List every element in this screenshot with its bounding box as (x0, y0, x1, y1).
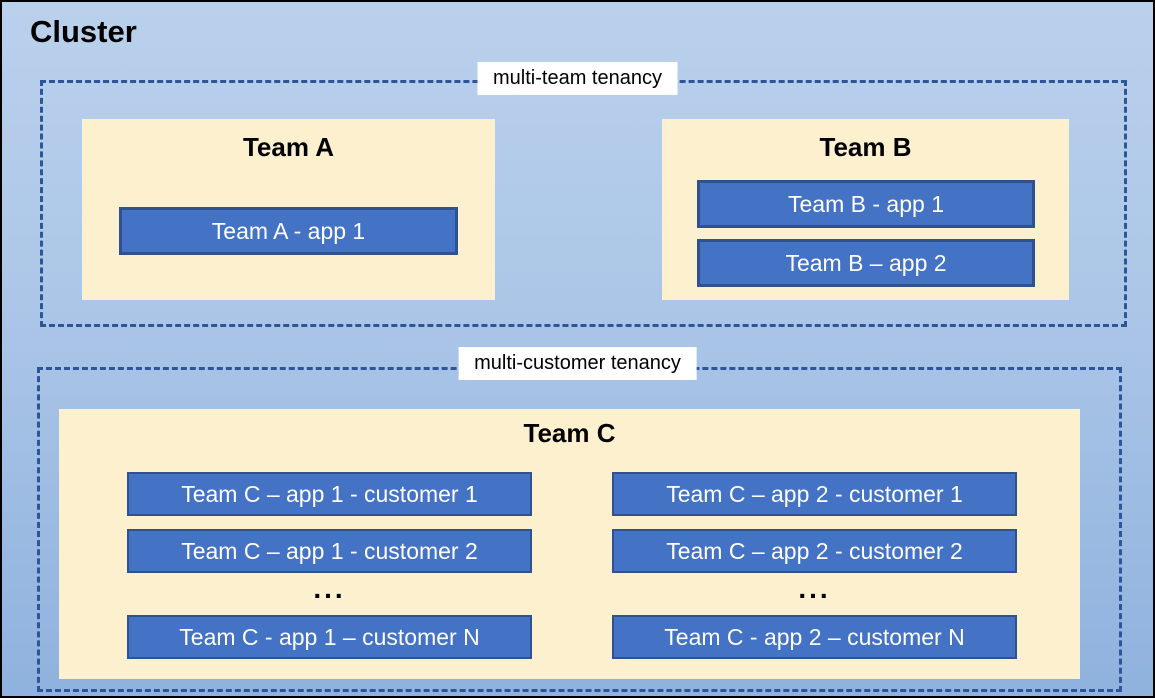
team-c-app2-customer2-box: Team C – app 2 - customer 2 (612, 529, 1017, 573)
team-c-app1-customer1-box: Team C – app 1 - customer 1 (127, 472, 532, 516)
team-c-title: Team C (523, 418, 616, 448)
team-c-app1-customerN-box: Team C - app 1 – customer N (127, 615, 532, 659)
team-c-app2-customerN-box: Team C - app 2 – customer N (612, 615, 1017, 659)
team-c-app2-customer1-box: Team C – app 2 - customer 1 (612, 472, 1017, 516)
cluster-title: Cluster (30, 14, 137, 49)
team-c-app1-ellipsis: ... (313, 573, 346, 604)
team-c-app2-ellipsis: ... (798, 573, 831, 604)
team-c-app1-customer2-box: Team C – app 1 - customer 2 (127, 529, 532, 573)
multi-customer-tenancy-label: multi-customer tenancy (458, 347, 697, 380)
team-c-box: Team C Team C – app 1 - customer 1 Team … (59, 409, 1080, 679)
team-b-app-2-box: Team B – app 2 (697, 239, 1035, 287)
team-a-box: Team A Team A - app 1 (82, 119, 495, 300)
team-b-title: Team B (819, 132, 912, 162)
team-b-box: Team B Team B - app 1 Team B – app 2 (662, 119, 1069, 300)
multi-team-tenancy-label: multi-team tenancy (477, 62, 678, 95)
team-a-title: Team A (242, 132, 335, 162)
team-b-app-1-box: Team B - app 1 (697, 180, 1035, 228)
team-a-app-1-box: Team A - app 1 (119, 207, 458, 255)
